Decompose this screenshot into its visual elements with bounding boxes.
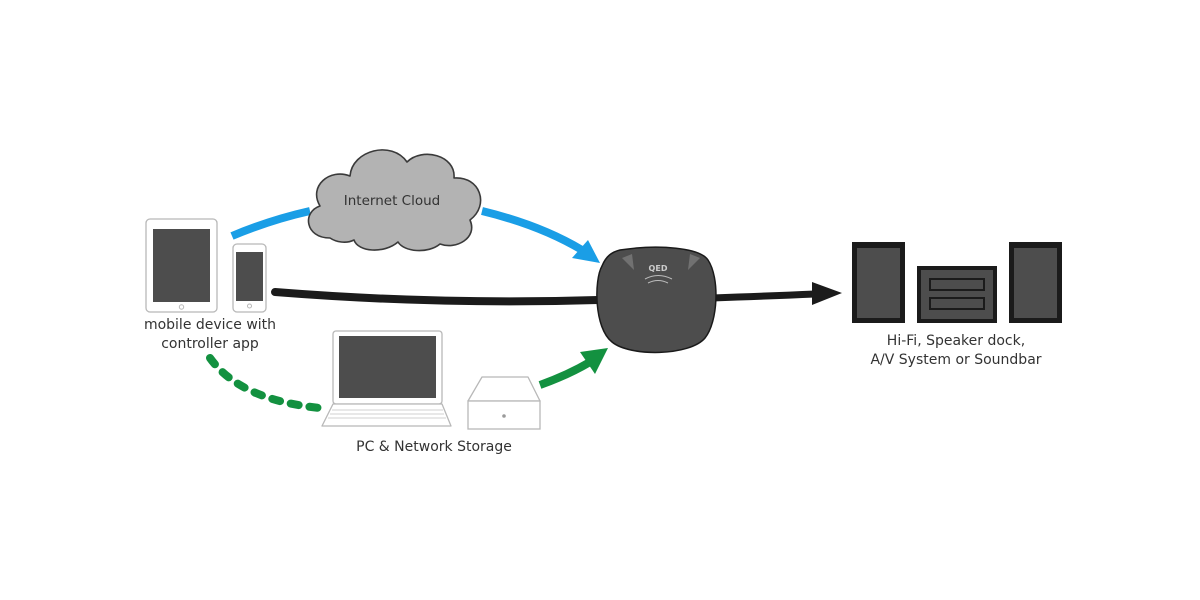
storage-arrowhead-icon [580, 348, 608, 374]
internet-arrowhead-icon [572, 240, 600, 263]
hifi-label-line1: Hi-Fi, Speaker dock, [887, 333, 1025, 349]
left-speaker-icon [852, 242, 905, 323]
internet-arrow [230, 207, 600, 263]
hub-icon: QED [596, 246, 717, 354]
storage-arrow [538, 348, 608, 389]
control-arrow [271, 288, 602, 306]
hifi-label-line2: A/V System or Soundbar [870, 352, 1041, 368]
wifi-dotted-arrow [206, 354, 324, 412]
pc-storage-label: PC & Network Storage [356, 439, 512, 455]
storage-icon [467, 376, 541, 430]
phone-icon [232, 243, 267, 313]
hub-logo-label: QED [649, 264, 668, 273]
tablet-icon [145, 218, 218, 313]
laptop-icon [321, 330, 452, 427]
right-speaker-icon [1009, 242, 1062, 323]
output-arrow [711, 282, 842, 305]
cloud-icon: Internet Cloud [307, 149, 482, 252]
mobile-label-line2: controller app [161, 336, 259, 352]
amplifier-icon [917, 266, 997, 323]
cloud-label: Internet Cloud [344, 193, 440, 209]
mobile-label-line1: mobile device with [144, 317, 276, 333]
output-arrowhead-icon [812, 282, 842, 305]
